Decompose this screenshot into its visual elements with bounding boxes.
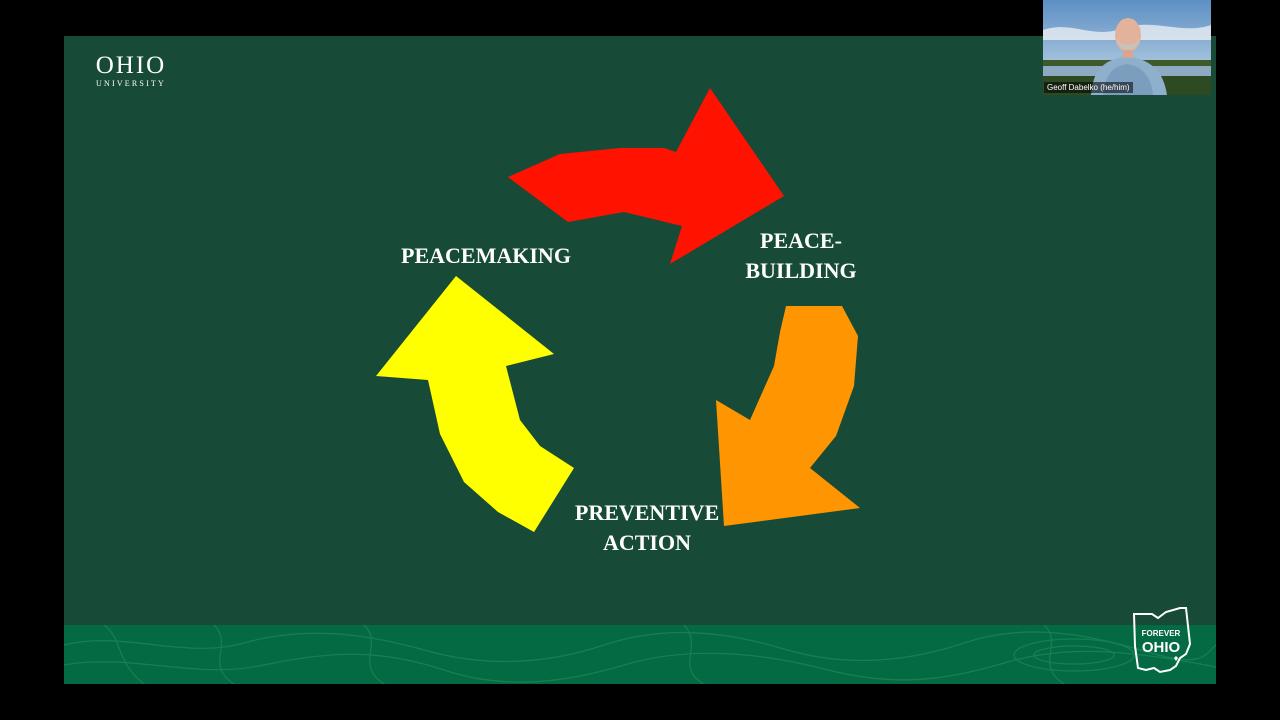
- forever-ohio-badge: FOREVER OHIO: [1132, 607, 1192, 674]
- peacebuilding-text-line1: PEACE-: [760, 228, 842, 253]
- cycle-label-preventive-action: PREVENTIVE ACTION: [552, 498, 742, 558]
- slide-footer-band: [64, 625, 1216, 684]
- participant-video-tile[interactable]: Geoff Dabelko (he/him): [1043, 0, 1211, 95]
- red-cycle-arrow: [508, 88, 784, 264]
- peacebuilding-text-line2: BUILDING: [745, 258, 857, 283]
- badge-line2: OHIO: [1142, 639, 1181, 656]
- peacemaking-text: PEACEMAKING: [401, 243, 571, 268]
- logo-line-university: UNIVERSITY: [96, 79, 166, 88]
- cycle-label-peacemaking: PEACEMAKING: [386, 241, 586, 271]
- badge-line1: FOREVER: [1142, 629, 1181, 638]
- participant-video-feed: [1043, 0, 1211, 95]
- conflict-cycle-diagram: [376, 88, 860, 532]
- cycle-label-peacebuilding: PEACE- BUILDING: [726, 226, 876, 286]
- preventive-text-line1: PREVENTIVE: [574, 500, 720, 525]
- ohio-university-logo: OHIO UNIVERSITY: [86, 52, 176, 89]
- participant-name-label: Geoff Dabelko (he/him): [1044, 82, 1133, 93]
- orange-cycle-arrow: [716, 306, 860, 526]
- logo-line-ohio: OHIO: [95, 52, 167, 79]
- heart-icon: [1174, 656, 1178, 661]
- yellow-cycle-arrow: [376, 276, 574, 532]
- topographic-pattern: [64, 625, 1216, 684]
- presentation-slide: OHIO UNIVERSITY PEACEMAKING PEACE- BUILD…: [64, 36, 1216, 684]
- preventive-text-line2: ACTION: [602, 530, 691, 555]
